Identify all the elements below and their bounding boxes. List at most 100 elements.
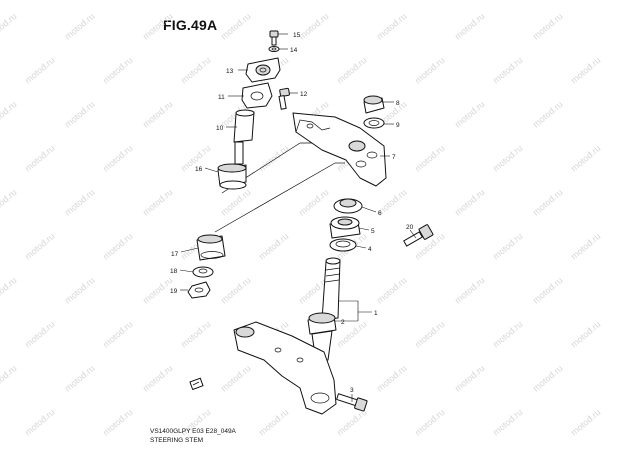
- watermark-text: motod.ru: [141, 99, 175, 129]
- watermark-text: motod.ru: [335, 55, 369, 85]
- watermark-text: motod.ru: [453, 363, 487, 393]
- watermark-text: motod.ru: [375, 11, 409, 41]
- watermark-text: motod.ru: [101, 319, 135, 349]
- watermark-text: motod.ru: [491, 55, 525, 85]
- callout-3: 3: [350, 387, 354, 394]
- part-washer-9: [363, 117, 385, 129]
- watermark-text: motod.ru: [375, 275, 409, 305]
- figure-name: STEERING STEM: [150, 437, 204, 444]
- leader-lines: [179, 33, 417, 402]
- callout-labels: 15 14 13 11 12 10 16 8 9 7 6 5 4 20 17 1…: [170, 32, 414, 394]
- watermark-text: motod.ru: [0, 99, 19, 129]
- direction-arrow-icon: [189, 377, 204, 390]
- watermark-text: motod.ru: [219, 275, 253, 305]
- watermark-text: motod.ru: [23, 143, 57, 173]
- part-seal-4: [329, 238, 357, 252]
- watermark-text: motod.ru: [0, 11, 19, 41]
- part-holder-11: [241, 82, 273, 109]
- model-code: VS1400GLPY E03 E28_049A: [150, 428, 236, 435]
- callout-15: 15: [293, 32, 301, 39]
- watermark-text: motod.ru: [0, 275, 19, 305]
- callout-10: 10: [216, 125, 224, 132]
- callout-5: 5: [371, 228, 375, 235]
- callout-2: 2: [341, 319, 345, 326]
- part-lower-bracket: [233, 321, 337, 415]
- watermark-text: motod.ru: [297, 11, 331, 41]
- watermark-text: motod.ru: [23, 319, 57, 349]
- part-bolt-15: [269, 30, 279, 46]
- part-cushion-17: [196, 234, 226, 261]
- watermark-text: motod.ru: [63, 187, 97, 217]
- watermark-text: motod.ru: [491, 231, 525, 261]
- watermark-text: motod.ru: [0, 187, 19, 217]
- part-bolt-3: [336, 393, 368, 412]
- watermark-text: motod.ru: [569, 143, 603, 173]
- watermark-text: motod.ru: [413, 407, 447, 437]
- part-bolt-20: [403, 224, 434, 247]
- watermark-text: motod.ru: [335, 319, 369, 349]
- watermark-text: motod.ru: [491, 319, 525, 349]
- watermark-text: motod.ru: [23, 55, 57, 85]
- watermark-text: motod.ru: [101, 143, 135, 173]
- watermark-text: motod.ru: [101, 407, 135, 437]
- watermark-text: motod.ru: [335, 407, 369, 437]
- watermark-text: motod.ru: [101, 231, 135, 261]
- watermark-text: motod.ru: [63, 275, 97, 305]
- part-race-5: [329, 216, 361, 239]
- callout-14: 14: [290, 47, 298, 54]
- callout-18: 18: [170, 268, 178, 275]
- part-clamp-13: [245, 57, 281, 83]
- callout-6: 6: [378, 210, 382, 217]
- watermark-text: motod.ru: [453, 275, 487, 305]
- watermark-text: motod.ru: [531, 187, 565, 217]
- watermark-text: motod.ru: [179, 55, 213, 85]
- watermark-text: motod.ru: [257, 143, 291, 173]
- watermark-text: motod.ru: [219, 363, 253, 393]
- watermark-text: motod.ru: [63, 99, 97, 129]
- callout-7: 7: [392, 154, 396, 161]
- part-bearing-6: [333, 198, 363, 214]
- watermark-text: motod.ru: [219, 11, 253, 41]
- watermark-text: motod.ru: [297, 187, 331, 217]
- watermark-text: motod.ru: [531, 99, 565, 129]
- watermark-text: motod.ru: [531, 11, 565, 41]
- watermark-text: motod.ru: [531, 275, 565, 305]
- watermark-text: motod.ru: [569, 55, 603, 85]
- watermark-text: motod.ru: [375, 363, 409, 393]
- watermark-text: motod.ru: [491, 407, 525, 437]
- part-washer-18: [192, 266, 214, 278]
- part-cushion-16: [217, 141, 247, 190]
- watermark-text: motod.ru: [63, 363, 97, 393]
- watermark-text: motod.ru: [257, 407, 291, 437]
- callout-4: 4: [368, 246, 372, 253]
- watermark-text: motod.ru: [141, 187, 175, 217]
- figure-title: FIG.49A: [163, 17, 218, 33]
- callout-20: 20: [406, 224, 414, 231]
- part-spacer-10: [233, 109, 255, 143]
- watermark-text: motod.ru: [531, 363, 565, 393]
- watermark-text: motod.ru: [141, 11, 175, 41]
- part-bolt-12: [278, 87, 290, 110]
- watermark-text: motod.ru: [413, 319, 447, 349]
- watermark-text: motod.ru: [179, 319, 213, 349]
- watermark-text: motod.ru: [413, 143, 447, 173]
- watermark-text: motod.ru: [23, 231, 57, 261]
- part-cap-8: [363, 95, 385, 114]
- callout-11: 11: [218, 94, 225, 101]
- callout-1: 1: [374, 310, 378, 317]
- watermark-text: motod.ru: [23, 407, 57, 437]
- part-washer-14: [268, 46, 280, 52]
- callout-12: 12: [300, 91, 308, 98]
- watermark-text: motod.ru: [0, 363, 19, 393]
- callout-17: 17: [171, 251, 179, 258]
- watermark-text: motod.ru: [63, 11, 97, 41]
- part-nut-19: [187, 281, 211, 299]
- watermark-text: motod.ru: [491, 143, 525, 173]
- watermark-text: motod.ru: [257, 231, 291, 261]
- watermark-text: motod.ru: [569, 407, 603, 437]
- callout-8: 8: [396, 100, 400, 107]
- watermark-text: motod.ru: [141, 363, 175, 393]
- watermark-text: motod.ru: [453, 99, 487, 129]
- watermark-text: motod.ru: [569, 319, 603, 349]
